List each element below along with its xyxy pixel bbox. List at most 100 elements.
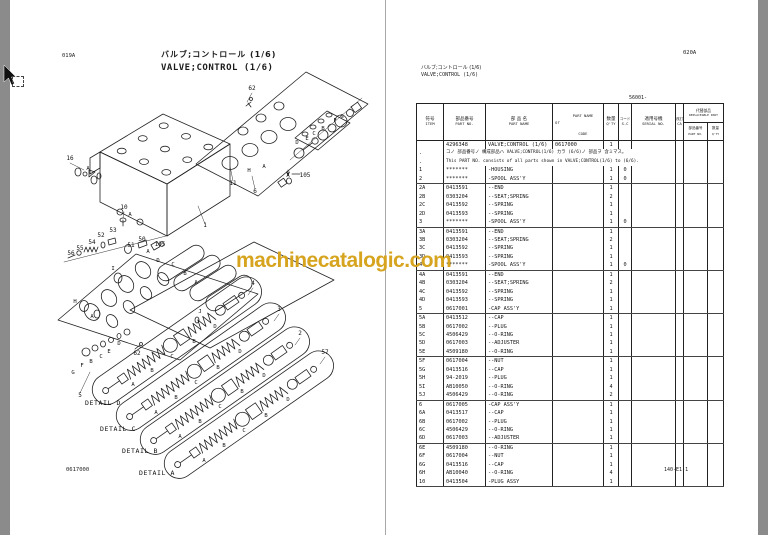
- cell-part-name: --O-RING: [485, 347, 553, 358]
- cell-repl-qty: [707, 374, 724, 383]
- cell-item: 5F: [416, 356, 444, 366]
- cell-part-name-code: [552, 235, 604, 245]
- cell-part-name-code: [552, 166, 604, 175]
- diagram-callout-label: 105: [155, 241, 166, 248]
- cell-repl-part-no: [683, 261, 708, 271]
- header-part-name: 部 品 名 PART NAME: [485, 103, 553, 141]
- cell-item: [416, 140, 444, 150]
- diagram-callout-label: H: [247, 168, 250, 174]
- header-repl-qty: 数量 Q'TY: [707, 121, 724, 141]
- cell-part-no: 4296348: [443, 140, 486, 150]
- cell-serial-no: [631, 452, 676, 461]
- cell-qty: 1: [603, 460, 619, 470]
- serial-range: 56001-: [629, 95, 648, 101]
- cell-qty: 1: [603, 218, 619, 228]
- cell-repl-part-no: [683, 244, 708, 253]
- cell-part-name: --O-RING: [485, 330, 553, 340]
- diagram-callout-label: C: [170, 354, 173, 360]
- cell-part-name: --SEAT;SPRING: [485, 192, 553, 202]
- cell-serial-no: [631, 417, 676, 426]
- cell-repl-qty: [707, 339, 724, 348]
- diagram-callout-label: C: [194, 380, 197, 386]
- diagram-callout-label: B: [222, 443, 226, 449]
- cell-serial-no: [631, 304, 676, 315]
- exploded-parts-diagram: 6216AHA116A105DECBFG110A5352545556515010…: [57, 71, 369, 485]
- cell-service-code: [618, 409, 632, 418]
- diagram-callout-label: G: [340, 114, 343, 120]
- cell-part-name: --SPRING: [485, 287, 553, 297]
- cell-revision: [675, 218, 684, 228]
- cell-serial-no: [631, 313, 676, 323]
- diagram-callout-label: 52: [97, 232, 105, 239]
- cell-item: 3A: [416, 227, 444, 236]
- cell-service-code: [618, 434, 632, 444]
- cell-part-no: 0617002: [443, 417, 486, 426]
- cell-part-name-code: [552, 227, 604, 236]
- cell-service-code: [618, 469, 632, 478]
- cell-part-name-code: [552, 400, 604, 410]
- cell-part-no: 0413517: [443, 409, 486, 418]
- cell-revision: [675, 183, 684, 193]
- cell-service-code: [618, 339, 632, 348]
- cell-part-no: 4506429: [443, 391, 486, 401]
- diagram-callout-label: I: [111, 266, 114, 272]
- cell-part-name-code: [552, 270, 604, 280]
- header-revision: 改訂 CA: [675, 103, 684, 141]
- cell-revision: [675, 347, 684, 358]
- cell-repl-part-no: [683, 279, 708, 288]
- diagram-callout-label: D: [238, 349, 241, 355]
- cell-part-name: --O-RING: [485, 469, 553, 478]
- cell-serial-no: [631, 347, 676, 358]
- cell-item: 2C: [416, 201, 444, 210]
- cell-item: 4C: [416, 287, 444, 297]
- diagram-callout-label: 50: [138, 236, 146, 243]
- diagram-callout-label: B: [183, 271, 187, 277]
- cell-serial-no: [631, 201, 676, 210]
- cell-part-name: --CAP: [485, 365, 553, 375]
- cell-part-name-code: [552, 174, 604, 185]
- cell-part-name: --O-RING: [485, 425, 553, 435]
- cell-qty: 1: [603, 434, 619, 444]
- cell-part-name-code: [552, 339, 604, 348]
- page-code-right: 020A: [683, 50, 697, 56]
- cell-part-name-code: [552, 469, 604, 478]
- cell-item: 2B: [416, 192, 444, 202]
- header-qty: 数量 Q'TY: [603, 103, 619, 141]
- cell-item: 6C: [416, 425, 444, 435]
- diagram-callout-label: D: [213, 324, 216, 330]
- diagram-callout-label: D: [286, 397, 289, 403]
- page-title-en: VALVE;CONTROL (1/6): [161, 63, 274, 73]
- cell-repl-part-no: [683, 477, 708, 488]
- cell-service-code: 0: [618, 261, 632, 271]
- diagram-callout-label: C: [242, 428, 245, 434]
- cell-service-code: [618, 296, 632, 305]
- cell-service-code: [618, 443, 632, 453]
- cell-serial-no: [631, 477, 676, 488]
- cell-repl-part-no: [683, 330, 708, 340]
- cell-item: 5H: [416, 374, 444, 383]
- cell-qty: 1: [603, 322, 619, 331]
- diagram-callout-label: 6: [253, 188, 257, 195]
- cell-serial-no: [631, 252, 676, 262]
- cell-part-name: -SPOOL ASS'Y: [485, 261, 553, 271]
- cell-item: 5C: [416, 330, 444, 340]
- cell-repl-part-no: [683, 322, 708, 331]
- cell-part-name-code: [552, 218, 604, 228]
- viewer-left-edge: [0, 0, 10, 535]
- cell-qty: 1: [603, 339, 619, 348]
- cell-part-name-code: [552, 244, 604, 253]
- cell-qty: 1: [603, 244, 619, 253]
- cell-repl-part-no: [683, 356, 708, 366]
- cell-revision: [675, 452, 684, 461]
- cell-service-code: [618, 235, 632, 245]
- cell-item: 3: [416, 218, 444, 228]
- cell-serial-no: [631, 244, 676, 253]
- diagram-callout-label: 53: [109, 227, 117, 234]
